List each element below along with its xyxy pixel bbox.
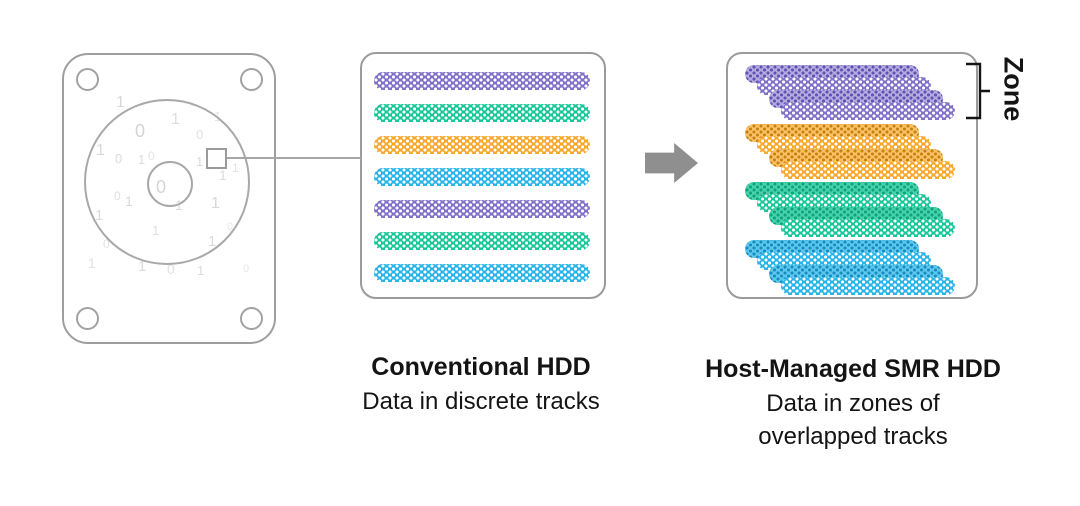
smr-subtitle-line1: Data in zones of xyxy=(766,390,940,417)
screw-hole-icon xyxy=(76,307,99,330)
screw-hole-icon xyxy=(240,68,263,91)
conventional-subtitle: Data in discrete tracks xyxy=(362,388,600,415)
track-bar-green xyxy=(781,219,955,237)
binary-digit: 1 xyxy=(152,223,160,238)
track-bar-orange xyxy=(374,136,590,154)
zone-label: Zone xyxy=(998,56,1029,122)
binary-digit: 1 xyxy=(138,258,147,275)
binary-digit: 1 xyxy=(196,154,204,169)
binary-digit: 0 xyxy=(115,151,123,166)
track-bar-green xyxy=(374,104,590,122)
track-bar-cyan xyxy=(374,264,590,282)
magnified-region-marker xyxy=(206,148,227,169)
binary-digit: 0 xyxy=(135,121,146,141)
conventional-title: Conventional HDD xyxy=(371,353,591,381)
binary-digit: 0 xyxy=(103,237,110,251)
zone-bracket xyxy=(966,62,990,120)
binary-digit: 1 xyxy=(95,207,104,224)
binary-digit: 1 xyxy=(125,193,133,209)
binary-digit: 1 xyxy=(214,109,222,124)
screw-hole-icon xyxy=(76,68,99,91)
binary-digit: 0 xyxy=(156,177,167,197)
binary-digit: 0 xyxy=(167,261,175,277)
conventional-caption: Conventional HDD Data in discrete tracks xyxy=(320,352,642,418)
binary-digit: 0 xyxy=(196,127,204,142)
track-bar-purple xyxy=(374,72,590,90)
binary-digit: 0 xyxy=(114,189,121,203)
track-bar-cyan xyxy=(781,277,955,295)
track-bar-orange xyxy=(781,161,955,179)
binary-digit: 0 xyxy=(243,263,250,275)
track-bar-purple xyxy=(781,102,955,120)
binary-digit: 1 xyxy=(171,111,180,128)
smr-caption: Host-Managed SMR HDD Data in zones of ov… xyxy=(695,354,1011,453)
binary-digit: 1 xyxy=(116,94,125,111)
binary-digit: 1 xyxy=(219,167,227,183)
track-bar-green xyxy=(374,232,590,250)
binary-digit: 1 xyxy=(208,233,217,250)
binary-digit: 1 xyxy=(88,255,96,271)
binary-digit: 1 xyxy=(197,263,205,278)
conventional-tracks-panel xyxy=(360,52,606,299)
smr-title: Host-Managed SMR HDD xyxy=(705,355,1001,383)
binary-digit: 1 xyxy=(211,195,220,212)
track-bar-purple xyxy=(374,200,590,218)
binary-digit: 0 xyxy=(148,149,155,163)
callout-line xyxy=(225,157,361,160)
disk-spindle xyxy=(147,161,193,207)
binary-digit: 0 xyxy=(227,221,234,233)
screw-hole-icon xyxy=(240,307,263,330)
smr-subtitle-line2: overlapped tracks xyxy=(758,423,948,450)
track-bar-cyan xyxy=(374,168,590,186)
binary-digit: 1 xyxy=(138,152,146,167)
binary-digit: 1 xyxy=(175,197,183,213)
binary-digit: 1 xyxy=(96,142,105,159)
disk-platter xyxy=(84,99,250,265)
smr-tracks-panel xyxy=(726,52,978,299)
binary-digit: 1 xyxy=(232,161,239,175)
